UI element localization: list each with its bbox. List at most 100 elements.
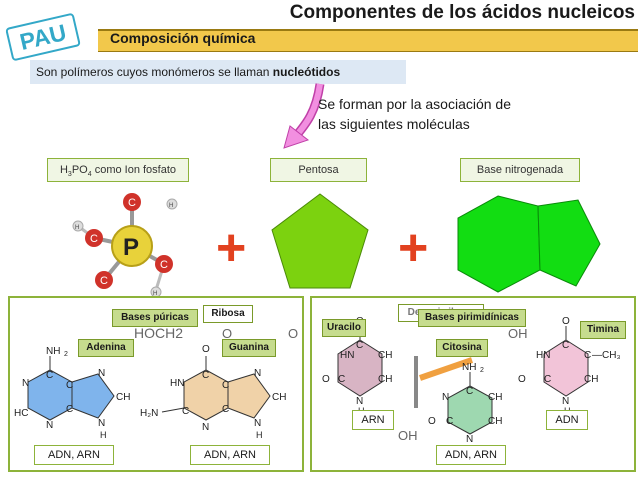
svg-text:N: N xyxy=(98,368,105,379)
ribose-ghost-text: HOCH2 xyxy=(134,325,183,341)
thymine-hexagon xyxy=(543,339,589,397)
uracil-label: Uracilo xyxy=(322,319,366,337)
svg-text:C: C xyxy=(466,386,473,397)
guanine-label: Guanina xyxy=(222,339,276,357)
svg-text:NH: NH xyxy=(46,346,60,357)
svg-text:C: C xyxy=(584,350,591,361)
svg-text:C: C xyxy=(222,404,229,415)
h-label-1: H xyxy=(75,225,79,231)
o-label-2: C xyxy=(90,233,98,245)
adenine-label: Adenina xyxy=(78,339,134,357)
o-label-1: C xyxy=(128,197,136,209)
adenine-footer: ADN, ARN xyxy=(34,445,114,465)
plus-sign-1: + xyxy=(216,219,247,277)
svg-text:—CH₃: —CH₃ xyxy=(592,350,621,361)
intro-bold: nucleótidos xyxy=(272,65,341,79)
svg-text:CH: CH xyxy=(378,350,392,361)
svg-text:N: N xyxy=(22,378,29,389)
deoxyribose-ghost-oh-2: OH xyxy=(398,428,418,443)
base-box: Base nitrogenada xyxy=(460,158,580,182)
svg-text:H₂N: H₂N xyxy=(140,408,158,419)
pau-badge: PAU xyxy=(5,12,81,62)
cytosine-label: Citosina xyxy=(436,339,488,357)
cytosine-footer: ADN, ARN xyxy=(436,445,506,465)
adenine-pentagon xyxy=(71,373,115,419)
purine-structures: HOCH2 O OH NH 2 C N H C N C C N CH N H O C… xyxy=(14,325,298,440)
pentose-box: Pentosa xyxy=(270,158,367,182)
svg-text:C: C xyxy=(66,404,73,415)
svg-text:NH: NH xyxy=(462,362,476,373)
h-label-2: H xyxy=(169,203,173,209)
svg-text:N: N xyxy=(254,418,261,429)
svg-text:C: C xyxy=(562,340,569,351)
phosphate-h: H xyxy=(59,164,68,176)
svg-text:C: C xyxy=(338,374,345,385)
svg-text:CH: CH xyxy=(488,392,502,403)
intro-banner: Son polímeros cuyos monómeros se llaman … xyxy=(30,60,406,84)
guanine-pentagon xyxy=(227,373,271,419)
svg-text:CH: CH xyxy=(584,374,598,385)
nitrogen-base-shape xyxy=(457,195,601,293)
hydrogen-atom-2 xyxy=(166,198,178,210)
pentose-pentagon xyxy=(271,193,369,289)
svg-text:C: C xyxy=(46,370,53,381)
uracil-hexagon xyxy=(337,339,383,397)
svg-text:N: N xyxy=(254,368,261,379)
svg-text:H: H xyxy=(100,430,107,440)
section-subtitle: Composición química xyxy=(110,30,256,46)
pyrimidine-structures: OH OH O C HN CH O C CH N H NH2 C N CH O … xyxy=(322,316,621,445)
svg-text:CH: CH xyxy=(116,392,130,403)
oxygen-atom-1 xyxy=(123,193,141,211)
o-label-3: C xyxy=(100,275,108,287)
note-line-1: Se forman por la asociación de xyxy=(318,96,511,112)
thymine-footer: ADN xyxy=(546,410,588,430)
ribose-label: Ribosa xyxy=(203,305,253,323)
hydrogen-atom-1 xyxy=(72,220,84,232)
h-label-3: H xyxy=(153,291,157,297)
svg-text:2: 2 xyxy=(64,351,68,358)
phosphate-sub1: 3 xyxy=(67,171,72,179)
svg-text:O: O xyxy=(322,374,330,385)
svg-text:H: H xyxy=(256,430,263,440)
svg-text:N: N xyxy=(202,422,209,433)
svg-text:O: O xyxy=(518,374,526,385)
phosphate-suffix: como Ion fosfato xyxy=(91,164,177,176)
phosphate-po: PO xyxy=(71,164,88,176)
phosphate-box: H3PO4 como Ion fosfato xyxy=(47,158,189,182)
svg-text:C: C xyxy=(182,406,189,417)
svg-text:C: C xyxy=(222,380,229,391)
svg-text:N: N xyxy=(356,396,363,407)
phosphate-molecule: H H H C C C C P xyxy=(72,193,178,298)
ribose-ghost-o: O xyxy=(222,326,232,341)
svg-text:O: O xyxy=(562,316,570,327)
svg-text:O: O xyxy=(428,416,436,427)
svg-text:O: O xyxy=(202,344,210,355)
uracil-footer: ARN xyxy=(352,410,394,430)
formation-note: Se forman por la asociación de las sigui… xyxy=(318,94,568,134)
svg-text:N: N xyxy=(466,434,473,445)
svg-text:CH: CH xyxy=(378,374,392,385)
thymine-label: Timina xyxy=(580,321,626,339)
svg-text:CH: CH xyxy=(272,392,286,403)
pink-arrow-icon xyxy=(283,83,325,149)
note-line-2: las siguientes moléculas xyxy=(318,116,470,132)
plus-sign-2: + xyxy=(398,219,429,277)
cytosine-hexagon xyxy=(447,385,493,435)
page-title: Componentes de los ácidos nucleicos xyxy=(289,2,635,23)
pyrimidine-bases-label: Bases pirimidínicas xyxy=(418,309,526,327)
svg-text:C: C xyxy=(446,416,453,427)
svg-text:HN: HN xyxy=(536,350,550,361)
svg-text:CH: CH xyxy=(488,416,502,427)
ribose-ghost-oh: OH xyxy=(288,326,298,341)
oxygen-atom-3 xyxy=(95,271,113,289)
oxygen-atom-4 xyxy=(155,255,173,273)
svg-text:C: C xyxy=(202,370,209,381)
p-label: P xyxy=(123,234,139,261)
deoxyribose-ghost-oh: OH xyxy=(508,326,528,341)
svg-text:N: N xyxy=(98,418,105,429)
guanine-footer: ADN, ARN xyxy=(190,445,270,465)
svg-text:C: C xyxy=(356,340,363,351)
o-label-4: C xyxy=(160,259,168,271)
svg-text:2: 2 xyxy=(480,367,484,374)
svg-text:C: C xyxy=(544,374,551,385)
